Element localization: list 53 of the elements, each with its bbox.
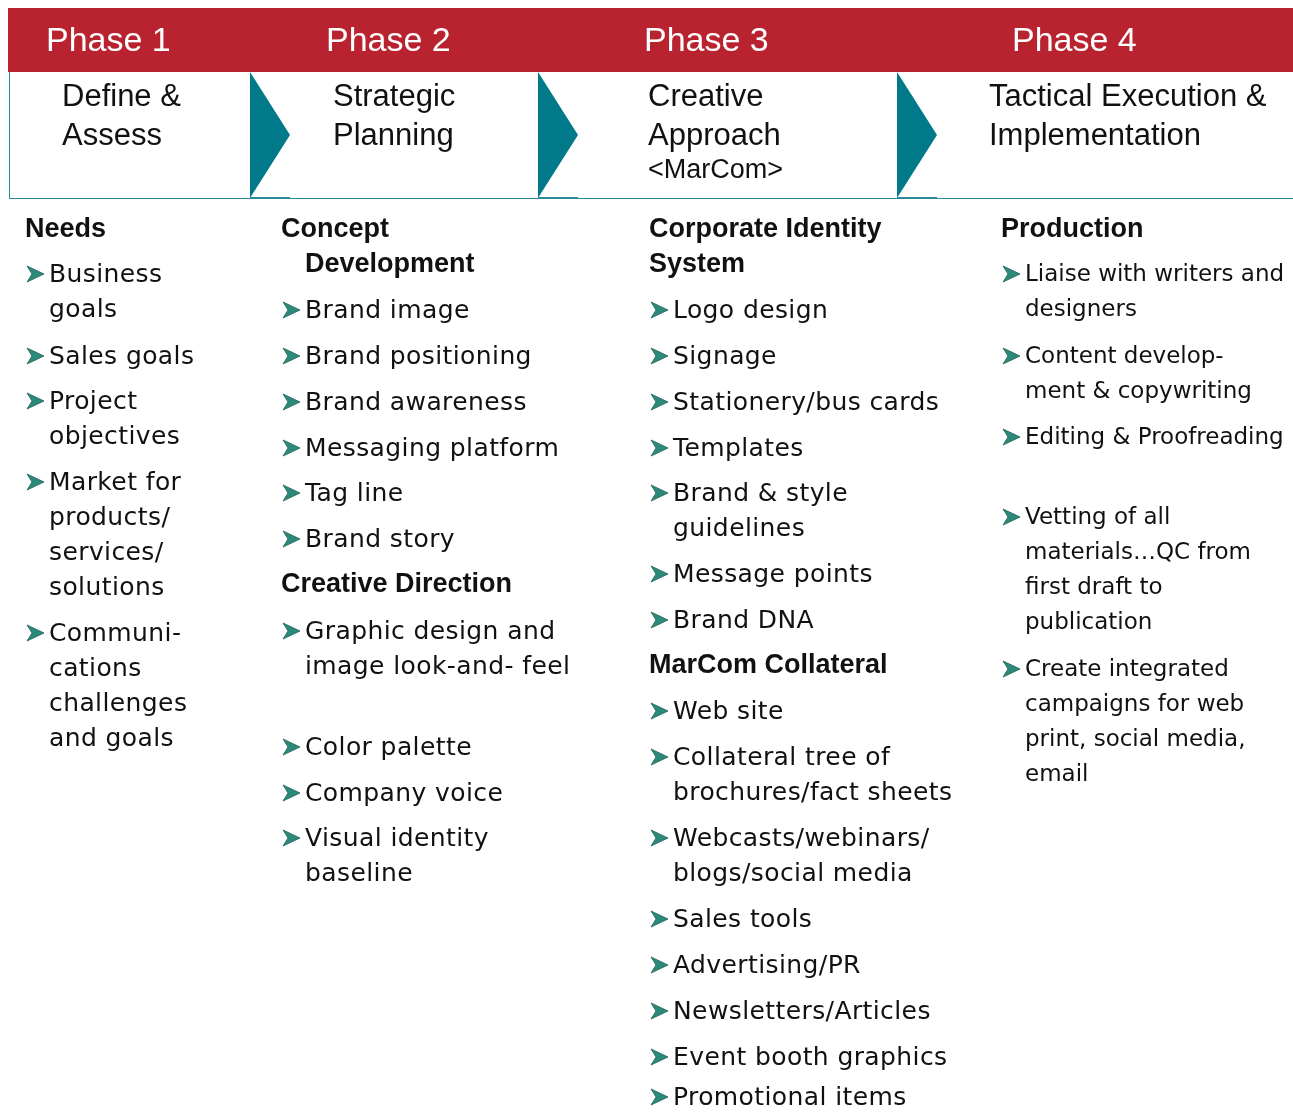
list-item: Promotional items: [673, 1080, 908, 1112]
list-item: Project objectives: [49, 384, 182, 452]
list-item: Web site: [673, 694, 785, 727]
list-item: Visual identity baseline: [305, 821, 490, 889]
phase-number: Phase 4: [1012, 20, 1137, 59]
list-item: Logo design: [673, 293, 830, 326]
phase-name: Strategic Planning: [333, 77, 457, 154]
list-item: Advertising/PR: [673, 948, 862, 981]
phase-number: Phase 3: [644, 20, 769, 59]
list-item: Communi- cations challenges and goals: [49, 616, 189, 754]
list-item: Signage: [673, 339, 778, 372]
section-heading: Production: [1001, 211, 1145, 245]
list-item: Brand image: [305, 293, 471, 326]
chevron-arrow: [538, 72, 578, 198]
phase-number: Phase 2: [326, 20, 451, 59]
list-item: Newsletters/Articles: [673, 994, 932, 1027]
list-item: Messaging platform: [305, 431, 561, 464]
list-item: Liaise with writers and designers: [1025, 258, 1286, 323]
list-item: Templates: [673, 431, 805, 464]
list-item: Brand & style guidelines: [673, 476, 849, 544]
list-item: Content develop- ment & copywriting: [1025, 340, 1253, 405]
list-item: Brand DNA: [673, 603, 816, 636]
phase-name: Define & Assess: [62, 77, 182, 154]
section-heading: Corporate Identity System: [649, 211, 883, 280]
phase-subtitle: <MarCom>: [648, 154, 784, 184]
list-item: Graphic design and image look-and- feel: [305, 614, 572, 682]
list-item: Webcasts/webinars/ blogs/social media: [673, 821, 931, 889]
list-item: Color palette: [305, 730, 473, 763]
list-item: Business goals: [49, 257, 164, 325]
phase-name: Creative Approach: [648, 77, 782, 154]
list-item: Company voice: [305, 776, 505, 809]
chevron-arrow: [897, 72, 937, 198]
list-item: Create integrated campaigns for web print, social media, email: [1025, 653, 1247, 788]
chevron-arrow: [250, 72, 290, 198]
list-item: Brand positioning: [305, 339, 533, 372]
section-heading: MarCom Collateral: [649, 647, 889, 681]
list-item: Editing & Proofreading: [1025, 421, 1285, 451]
phase-number: Phase 1: [46, 20, 171, 59]
list-item: Sales goals: [49, 339, 196, 372]
phase-name: Tactical Execution & Implementation: [989, 77, 1268, 154]
list-item: Stationery/bus cards: [673, 385, 941, 418]
section-heading: Creative Direction: [281, 566, 514, 600]
list-item: Brand awareness: [305, 385, 528, 418]
list-item: Collateral tree of brochures/fact sheets: [673, 740, 954, 808]
list-item: Sales tools: [673, 902, 814, 935]
list-item: Market for products/ services/ solutions: [49, 465, 183, 603]
section-heading: Concept Development: [281, 211, 476, 280]
list-item: Tag line: [305, 476, 405, 509]
section-heading: Needs: [25, 211, 108, 245]
list-item: Event booth graphics: [673, 1040, 949, 1073]
list-item: Vetting of all materials…QC from first draft to publication: [1025, 501, 1252, 636]
list-item: Message points: [673, 557, 874, 590]
list-item: Brand story: [305, 522, 456, 555]
